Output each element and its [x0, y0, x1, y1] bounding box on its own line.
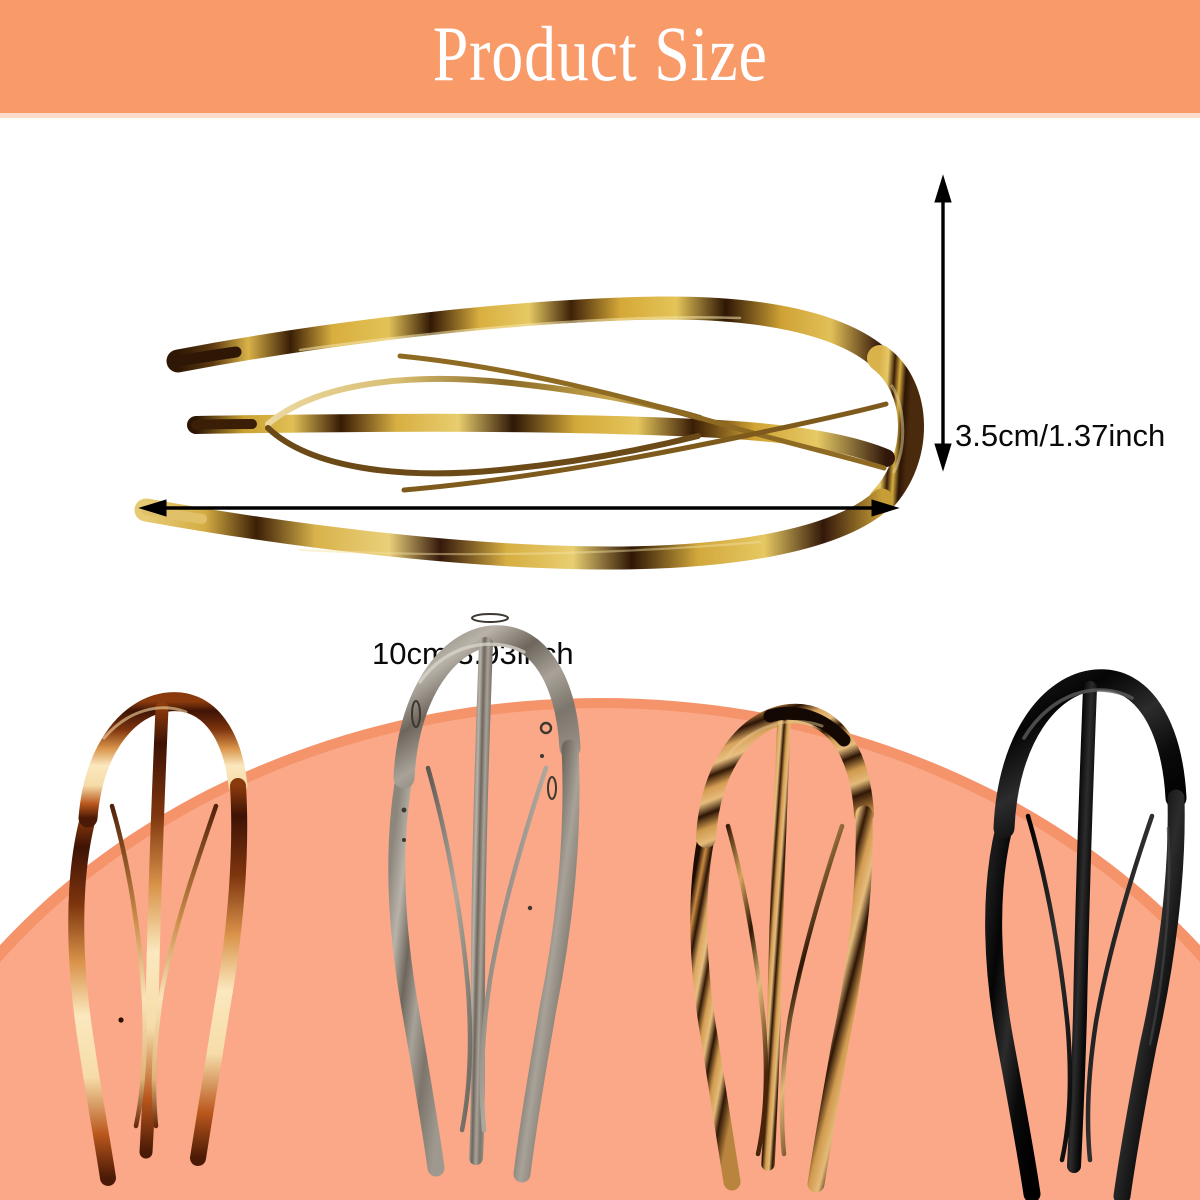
- variant-amber-ombre-hair-fork: [68, 692, 248, 1186]
- variant-gunmetal-hair-fork: [388, 613, 581, 1183]
- variants-svg: [0, 613, 1200, 1200]
- width-dimension-arrow: [138, 499, 900, 517]
- hero-diagram-svg: [134, 174, 952, 570]
- header-banner: Product Size: [0, 0, 1200, 113]
- orange-background-blob: [0, 698, 1200, 1200]
- page-title: Product Size: [432, 9, 768, 97]
- variant-leopard-tortoise-hair-fork: [690, 703, 874, 1193]
- height-dimension-label: 3.5cm/1.37inch: [955, 418, 1166, 453]
- hero-hair-fork: [134, 296, 924, 570]
- variant-black-hair-fork: [985, 669, 1187, 1200]
- hero-measurement-section: 3.5cm/1.37inch 10cm/3.93inch: [0, 118, 1200, 671]
- header-underline: [0, 113, 1200, 118]
- color-variants-section: [0, 578, 1200, 1200]
- height-dimension-arrow: [934, 174, 952, 472]
